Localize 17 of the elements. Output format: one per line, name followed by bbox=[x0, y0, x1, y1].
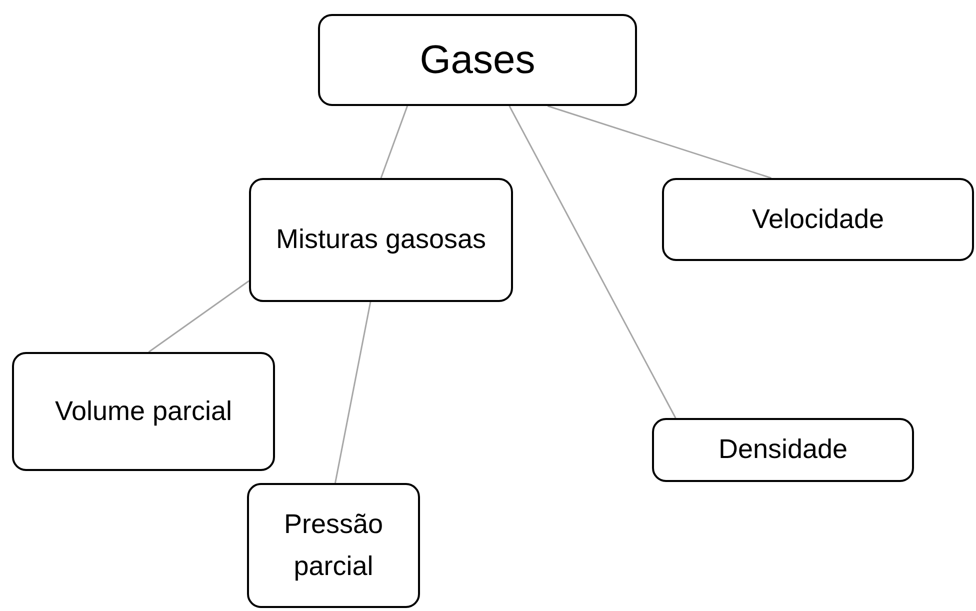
connector-line bbox=[148, 280, 250, 353]
concept-box bbox=[318, 14, 637, 106]
concept-label: Pressão parcial bbox=[282, 508, 384, 583]
concept-label: Gases bbox=[420, 37, 536, 84]
concept-label: Misturas gasosas bbox=[276, 223, 486, 256]
concept-label: Velocidade bbox=[752, 202, 884, 236]
concept-label: Volume parcial bbox=[54, 394, 232, 428]
connector-line bbox=[508, 106, 676, 418]
connector-line bbox=[380, 106, 408, 178]
concept-box bbox=[247, 483, 420, 608]
concept-box bbox=[652, 418, 914, 482]
concept-box bbox=[12, 352, 275, 471]
connector-line bbox=[547, 105, 772, 179]
concept-box bbox=[249, 178, 513, 302]
connector-line bbox=[334, 302, 372, 484]
concept-box bbox=[662, 178, 974, 261]
concept-label: Densidade bbox=[718, 433, 848, 466]
